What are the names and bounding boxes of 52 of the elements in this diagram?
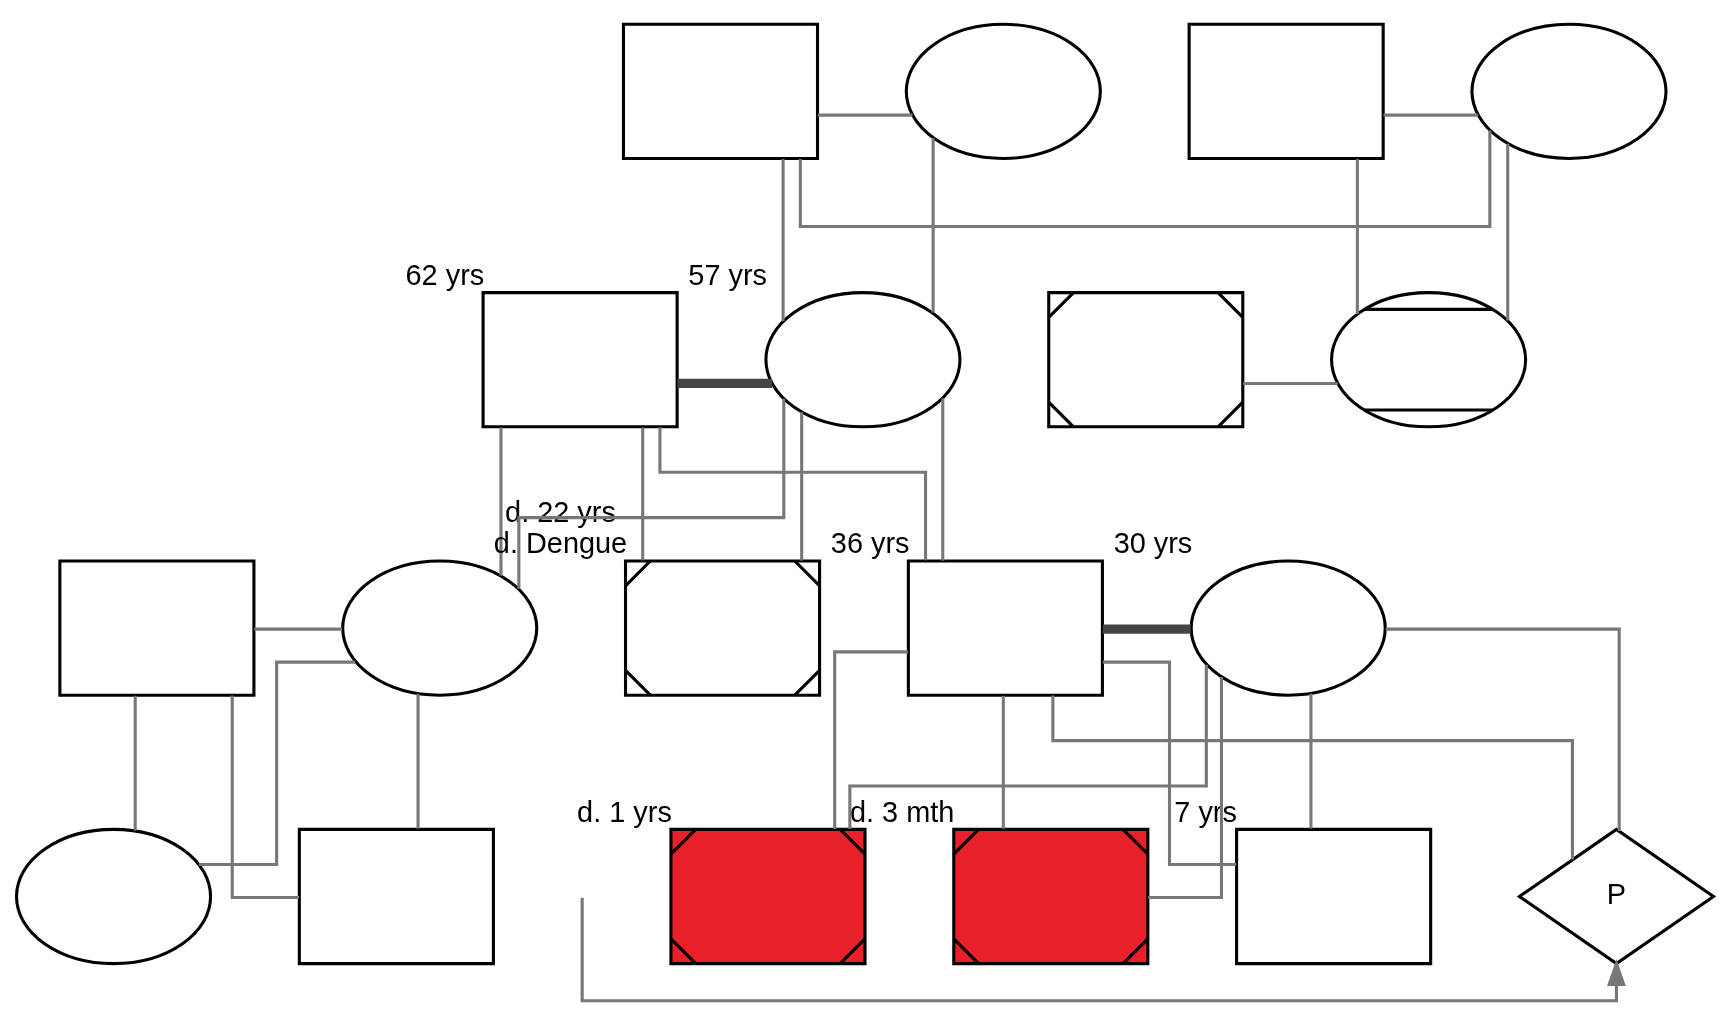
connector: [1148, 676, 1223, 899]
connector: [641, 426, 645, 560]
node-box: [621, 22, 820, 160]
connector: [817, 113, 913, 117]
node-circle: [14, 827, 213, 965]
node-circle: [1470, 22, 1668, 160]
connector: [1355, 158, 1359, 314]
node-label: d. 3 mth: [849, 795, 955, 828]
node-box: [297, 827, 495, 965]
connector: [517, 398, 786, 589]
node-diamond: P: [1516, 827, 1717, 965]
connector: [781, 158, 785, 321]
connector: [833, 649, 909, 829]
connector: [800, 411, 804, 561]
node-box: [58, 558, 256, 697]
node-box: [1187, 22, 1385, 160]
connector: [1309, 693, 1313, 829]
node-circle: [1330, 290, 1528, 428]
connector: [1001, 695, 1005, 829]
connector: [254, 627, 343, 631]
connector: [941, 397, 945, 561]
connector: [230, 694, 299, 899]
node-box: [906, 558, 1104, 697]
node-circle: [904, 22, 1102, 160]
node-box: [1235, 827, 1433, 965]
node-label: 62 yrs: [405, 258, 485, 291]
connector: [677, 378, 773, 388]
node-circle: [341, 558, 539, 697]
connector: [798, 129, 1492, 228]
connector: [198, 660, 356, 866]
connector: [1102, 660, 1237, 866]
node-circle: [1189, 558, 1387, 697]
node-label: 7 yrs: [1174, 795, 1237, 828]
connector: [1102, 624, 1191, 634]
connector: [416, 693, 420, 829]
connector: [848, 664, 1208, 829]
connector: [1243, 381, 1338, 385]
node-label: 36 yrs: [830, 526, 910, 559]
node-label: d. 1 yrs: [577, 795, 672, 828]
connector: [1383, 113, 1479, 117]
arrow: [580, 897, 1626, 1002]
connector: [133, 695, 137, 831]
connector: [658, 426, 928, 560]
connector: [1385, 627, 1621, 831]
node-label: 57 yrs: [688, 258, 768, 291]
connector: [499, 426, 503, 576]
node-circle: [764, 290, 962, 428]
connector: [1506, 143, 1510, 321]
connector: [1051, 695, 1574, 860]
node-box: [481, 290, 679, 428]
node-label: 30 yrs: [1113, 526, 1193, 559]
connector: [931, 137, 935, 313]
